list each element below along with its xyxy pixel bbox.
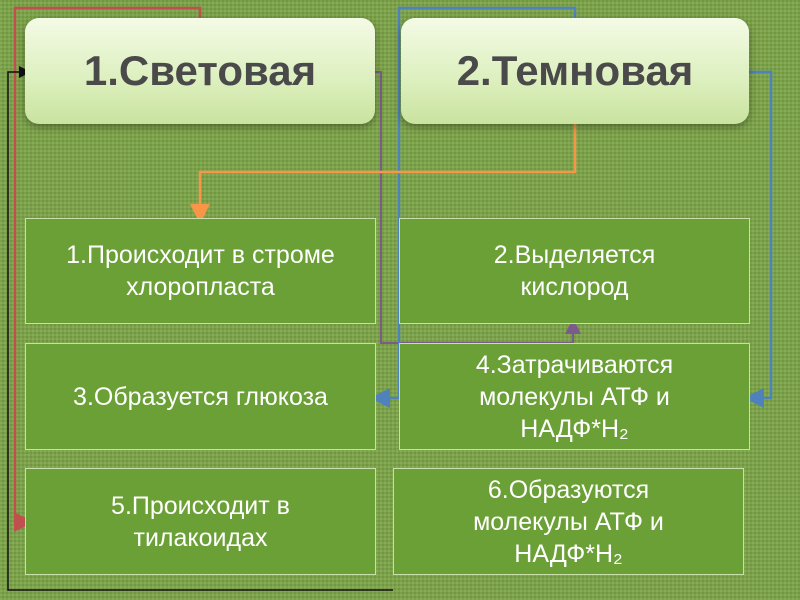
statement-line: 5.Происходит в [111, 491, 290, 520]
statement-line: 2.Выделяется [493, 241, 656, 269]
statement-card-1: 1.Происходит в строме хлоропласта [25, 218, 376, 324]
statement-line: НАДФ*Н₂ [514, 539, 623, 568]
arrow-blue-right [744, 70, 773, 408]
statement-line: НАДФ*Н₂ [520, 414, 629, 443]
statement-card-2: 2.Выделяется кислород [399, 218, 750, 324]
header-dark-phase-label: 2.Темновая [456, 47, 694, 94]
header-light-phase-label: 1.Световая [83, 47, 317, 94]
statement-line: 3.Образуется глюкоза [73, 382, 328, 411]
statement-line: тилакоидах [133, 523, 268, 552]
statement-card-3: 3.Образуется глюкоза [25, 343, 376, 450]
statement-line: кислород [520, 273, 629, 301]
statement-line: 6.Образуются [487, 475, 650, 504]
statement-card-5: 5.Происходит в тилакоидах [25, 468, 376, 575]
statement-line: молекулы АТФ и [479, 382, 670, 411]
statement-line: молекулы АТФ и [473, 507, 664, 536]
statement-card-6: 6.Образуются молекулы АТФ и НАДФ*Н₂ [393, 468, 744, 575]
statement-line: 1.Происходит в строме [66, 241, 335, 269]
header-dark-phase: 2.Темновая [401, 18, 749, 124]
header-light-phase: 1.Световая [25, 18, 375, 124]
statement-line: хлоропласта [126, 273, 275, 301]
statement-line: 4.Затрачиваются [475, 350, 674, 379]
arrow-orange [190, 124, 577, 224]
statement-card-4: 4.Затрачиваются молекулы АТФ и НАДФ*Н₂ [399, 343, 750, 450]
